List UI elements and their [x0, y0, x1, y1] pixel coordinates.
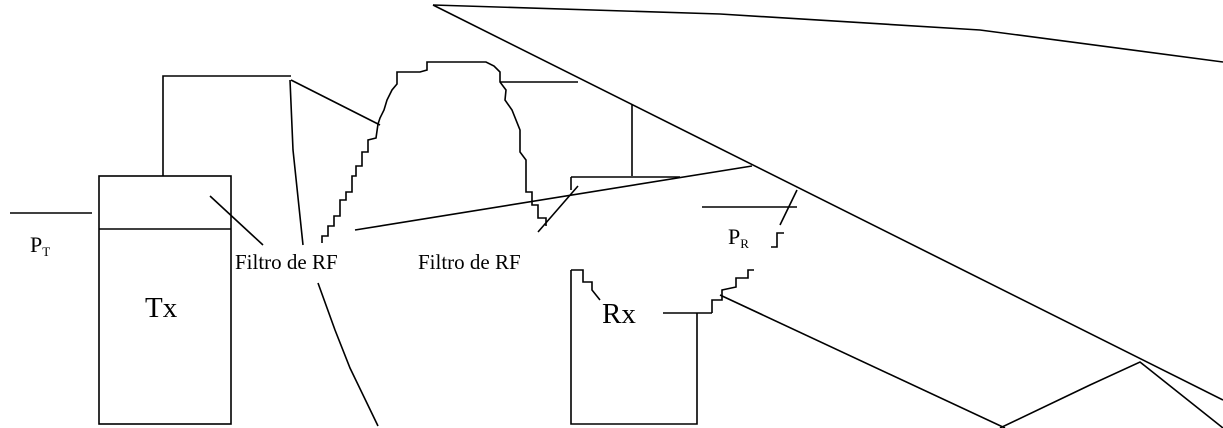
filter-right-label: Filtro de RF [418, 250, 521, 274]
transmitter-label: Tx [145, 292, 178, 324]
ray-line [432, 4, 1223, 401]
receiver-label: Rx [602, 298, 636, 330]
transmitter-box [98, 175, 232, 425]
receiver-box [570, 270, 698, 425]
transmitter-feed-line [162, 75, 291, 176]
pt-label-main: P [30, 232, 43, 257]
receiver-block [570, 189, 798, 425]
pr-label-main: P [728, 224, 741, 249]
sky-curve [432, 4, 1223, 63]
rx-output-steps [711, 269, 754, 313]
filter-left-lower-curve [317, 282, 379, 427]
hill-curve [321, 61, 547, 243]
filter-left-curve [289, 79, 304, 246]
ground-slope [999, 361, 1223, 428]
transmitter-block [10, 75, 291, 425]
filter-left-label: Filtro de RF [235, 250, 338, 274]
filter-left-pointer [209, 195, 264, 246]
pr-step [771, 232, 784, 248]
pt-label-sub: T [42, 244, 51, 259]
pr-label-sub: R [740, 236, 749, 251]
line-of-sight [354, 165, 753, 231]
feed-to-hill-line [290, 79, 381, 126]
ground-line [719, 294, 1006, 428]
receiver-input-steps [571, 269, 601, 301]
pr-label: PR [728, 224, 749, 251]
pt-label: PT [30, 232, 51, 259]
filter-right-pointer [537, 185, 579, 233]
pr-pointer [779, 189, 798, 226]
